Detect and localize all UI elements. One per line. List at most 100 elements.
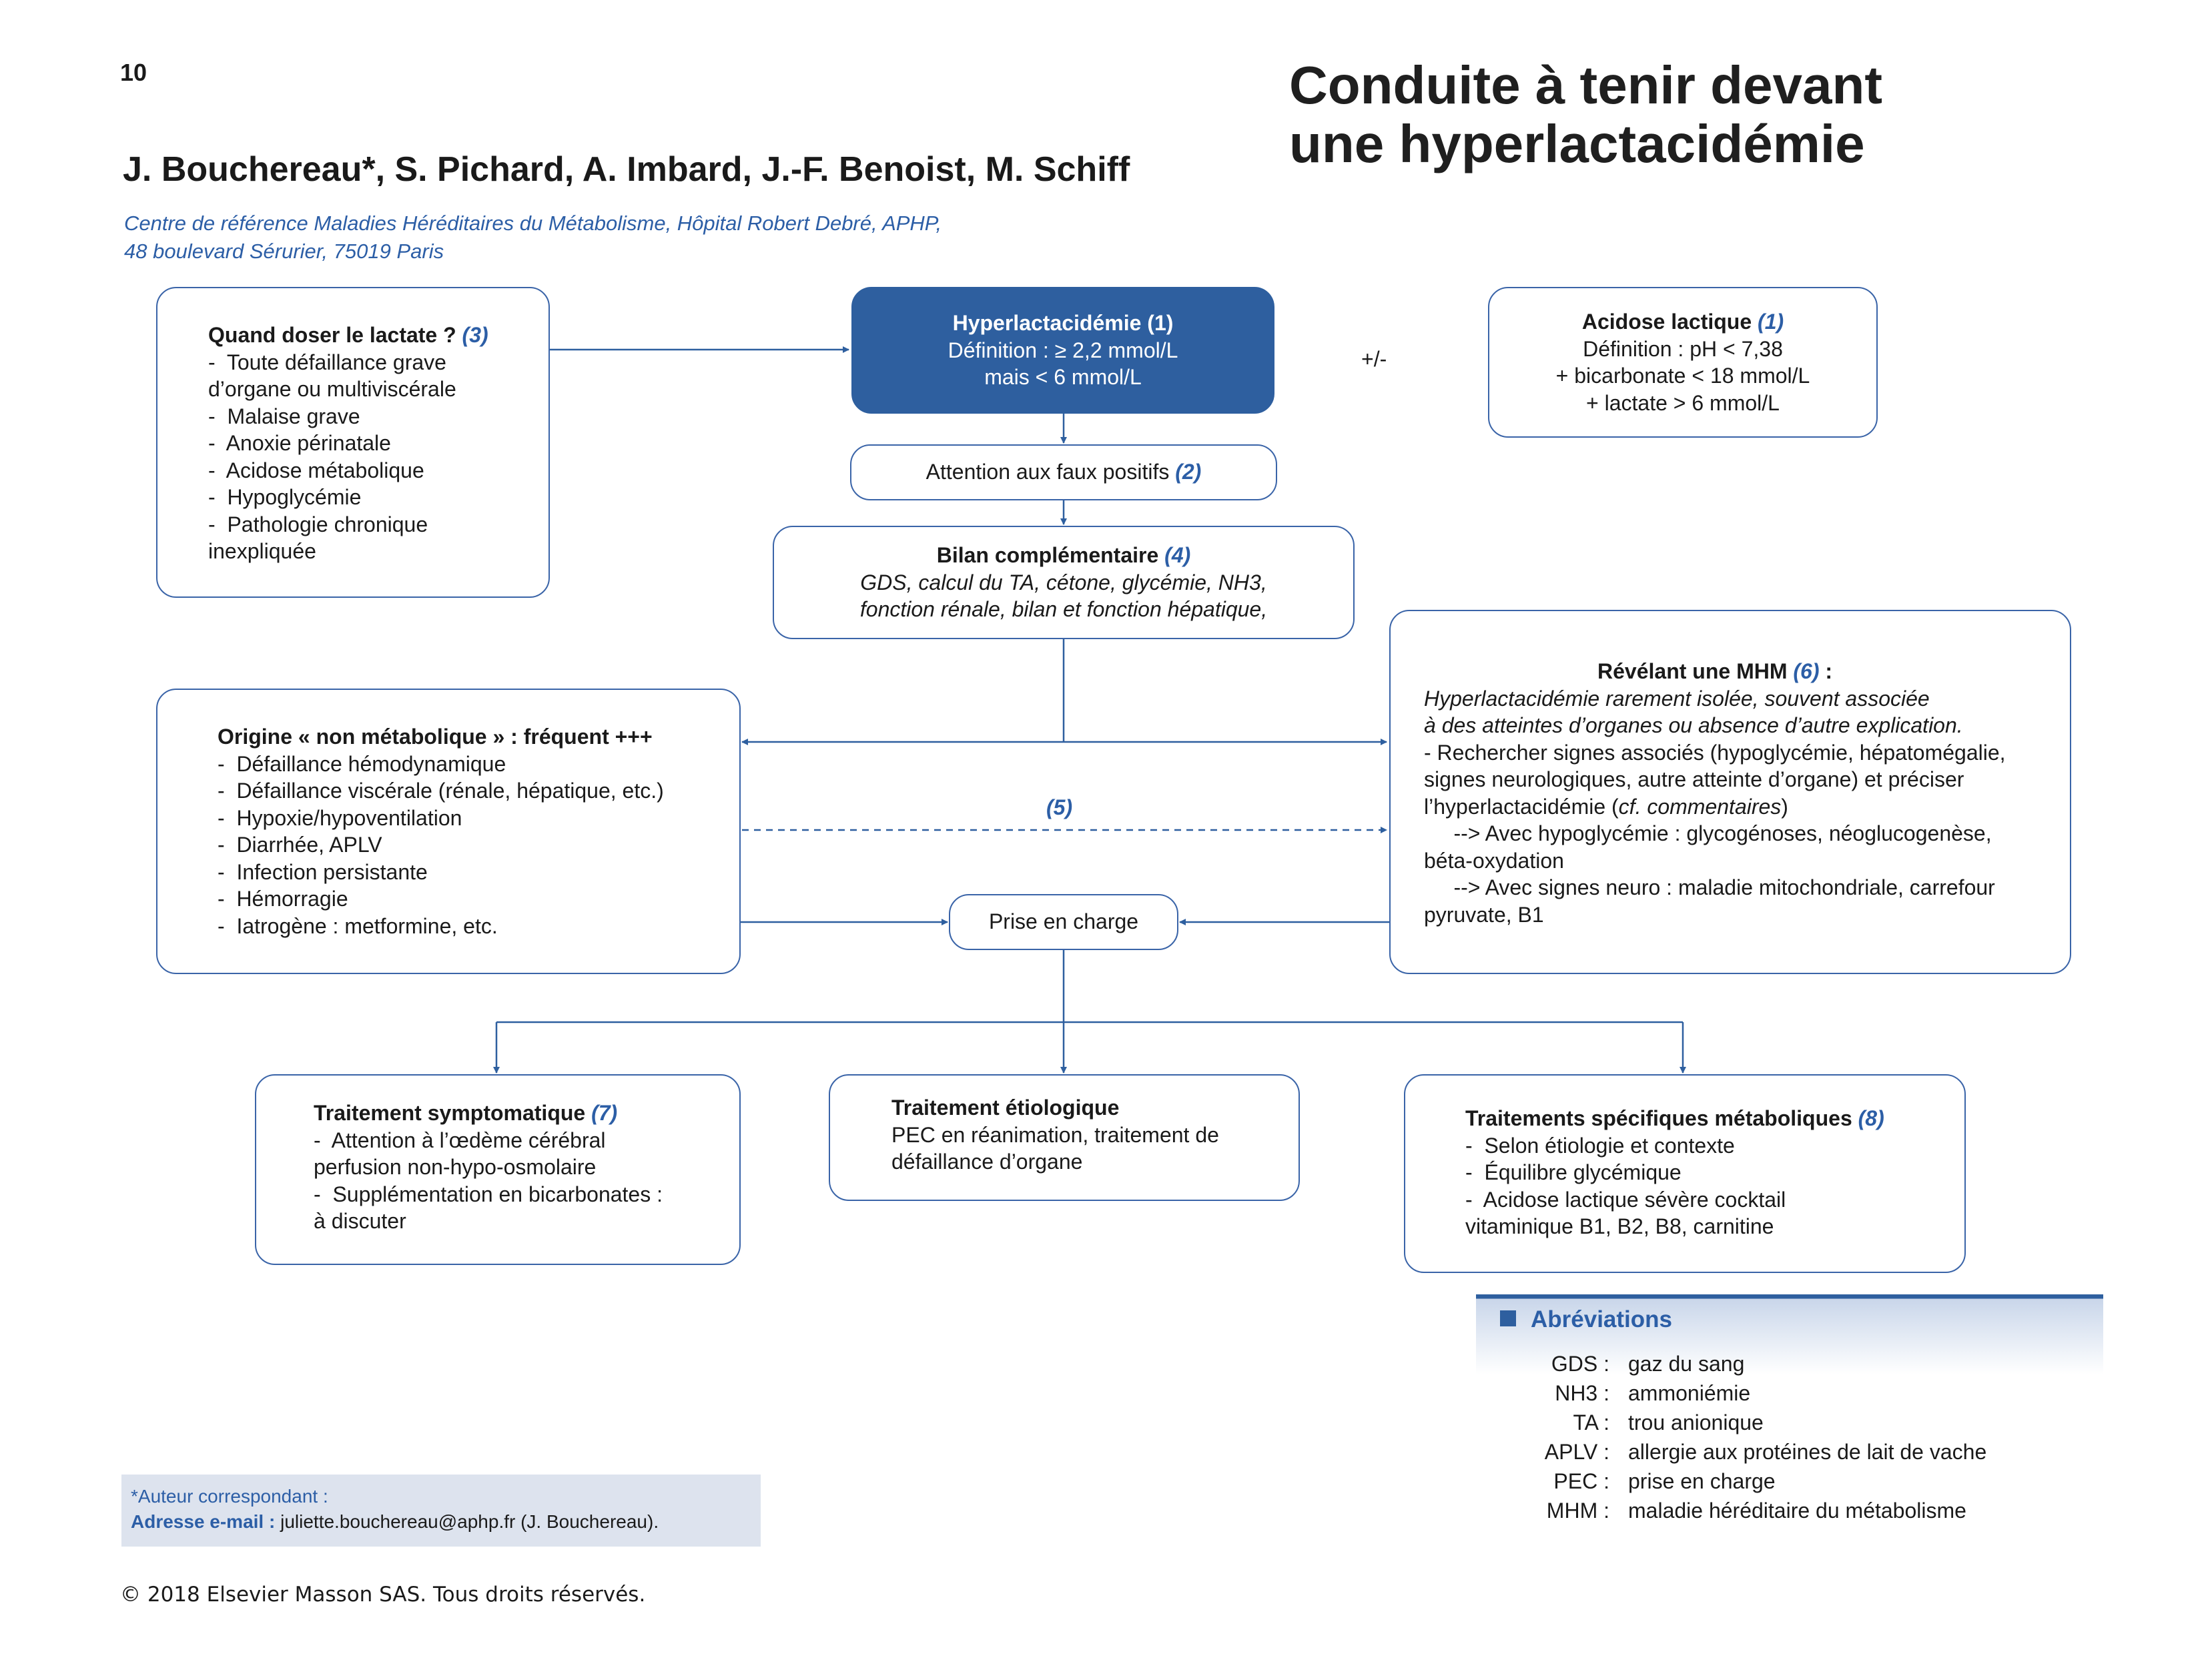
- hyper-line: mais < 6 mmol/L: [984, 365, 1142, 389]
- symptomatique-line: à discuter: [314, 1209, 406, 1233]
- box-traitements-specifiques: Traitements spécifiques métaboliques (8)…: [1404, 1074, 1966, 1273]
- mhm-italic-line: Hyperlactacidémie rarement isolée, souve…: [1424, 686, 1930, 711]
- box-bilan-complementaire: Bilan complémentaire (4) GDS, calcul du …: [773, 526, 1355, 639]
- plus-minus-label: +/-: [1361, 347, 1387, 371]
- abbreviation-key: NH3 :: [1555, 1381, 1609, 1405]
- mhm-line: - Rechercher signes associés (hypoglycém…: [1424, 740, 2006, 765]
- specifiques-line: - Équilibre glycémique: [1465, 1160, 1682, 1184]
- box-traitement-etiologique: Traitement étiologique PEC en réanimatio…: [829, 1074, 1300, 1201]
- box-acidose-lactique: Acidose lactique (1) Définition : pH < 7…: [1488, 287, 1878, 438]
- box-revelant-mhm: Révélant une MHM (6) : Hyperlactacidémie…: [1389, 610, 2071, 974]
- abbreviation-key: MHM :: [1546, 1499, 1609, 1523]
- quand-ref: (3): [462, 323, 488, 347]
- email-text: juliette.bouchereau@aphp.fr (J. Bouchere…: [275, 1511, 659, 1532]
- box-prise-en-charge: Prise en charge: [949, 894, 1178, 950]
- abbreviation-value: allergie aux protéines de lait de vache: [1628, 1440, 1987, 1464]
- corresponding-author-box: *Auteur correspondant : Adresse e-mail :…: [121, 1475, 761, 1547]
- acidose-title-line: Acidose lactique (1): [1489, 308, 1876, 336]
- email-line: Adresse e-mail : juliette.bouchereau@aph…: [131, 1509, 751, 1535]
- quand-title: Quand doser le lactate ?: [208, 323, 456, 347]
- etiologique-line: PEC en réanimation, traitement de: [891, 1122, 1219, 1147]
- mhm-cf-pre: l’hyperlactacidémie (: [1424, 794, 1619, 819]
- box-faux-positifs: Attention aux faux positifs (2): [850, 444, 1277, 500]
- box-hyperlactacidemie: Hyperlactacidémie (1) Définition : ≥ 2,2…: [851, 287, 1274, 414]
- quand-line: inexpliquée: [208, 539, 316, 563]
- origine-line: - Défaillance hémodynamique: [218, 751, 506, 776]
- quand-line: - Malaise grave: [208, 404, 360, 428]
- abbreviation-key: APLV :: [1544, 1440, 1609, 1464]
- mhm-title-line: Révélant une MHM (6) :: [1424, 658, 2063, 685]
- specifiques-line: - Selon étiologie et contexte: [1465, 1133, 1735, 1158]
- acidose-line: + lactate > 6 mmol/L: [1586, 390, 1780, 415]
- hyper-line: Définition : ≥ 2,2 mmol/L: [948, 338, 1178, 362]
- quand-line: - Acidose métabolique: [208, 458, 424, 482]
- faux-ref: (2): [1175, 460, 1202, 484]
- specifiques-line: - Acidose lactique sévère cocktail: [1465, 1187, 1786, 1212]
- bilan-title-line: Bilan complémentaire (4): [774, 542, 1353, 569]
- acidose-ref: (1): [1758, 310, 1784, 334]
- symptomatique-title: Traitement symptomatique: [314, 1101, 586, 1125]
- copyright: © 2018 Elsevier Masson SAS. Tous droits …: [120, 1583, 646, 1607]
- email-label: Adresse e-mail :: [131, 1511, 276, 1532]
- specifiques-title-line: Traitements spécifiques métaboliques (8): [1465, 1105, 1958, 1132]
- etiologique-title: Traitement étiologique: [891, 1096, 1120, 1120]
- quand-line: - Toute défaillance grave: [208, 350, 446, 374]
- origine-line: - Hémorragie: [218, 887, 348, 911]
- bilan-line: fonction rénale, bilan et fonction hépat…: [859, 597, 1268, 621]
- abbreviations-title-text: Abréviations: [1531, 1306, 1672, 1332]
- title-line-2: une hyperlactacidémie: [1289, 114, 1865, 173]
- etiologique-line: défaillance d’organe: [891, 1150, 1083, 1174]
- abbreviation-value: ammoniémie: [1628, 1381, 1751, 1405]
- page-number: 10: [120, 59, 147, 86]
- affiliation: Centre de référence Maladies Héréditaire…: [124, 210, 942, 266]
- specifiques-line: vitaminique B1, B2, B8, carnitine: [1465, 1214, 1774, 1238]
- abbreviation-value: prise en charge: [1628, 1469, 1776, 1493]
- origine-line: - Hypoxie/hypoventilation: [218, 805, 462, 830]
- acidose-line: + bicarbonate < 18 mmol/L: [1555, 364, 1810, 388]
- mhm-suffix: :: [1819, 659, 1833, 683]
- specifiques-title: Traitements spécifiques métaboliques: [1465, 1106, 1852, 1130]
- hyper-title: Hyperlactacidémie (1): [952, 311, 1174, 335]
- abbreviation-value: gaz du sang: [1628, 1352, 1745, 1376]
- mhm-more-line: --> Avec hypoglycémie : glycogénoses, né…: [1424, 821, 1992, 845]
- specifiques-ref: (8): [1858, 1106, 1884, 1130]
- bilan-ref: (4): [1164, 543, 1191, 567]
- bilan-title: Bilan complémentaire: [936, 543, 1159, 567]
- acidose-line: Définition : pH < 7,38: [1583, 336, 1783, 361]
- quand-line: - Pathologie chronique: [208, 512, 428, 536]
- origine-line: - Défaillance viscérale (rénale, hépatiq…: [218, 779, 664, 803]
- box-quand-doser: Quand doser le lactate ? (3) - Toute déf…: [156, 287, 550, 598]
- origine-line: - Diarrhée, APLV: [218, 833, 382, 857]
- quand-title-line: Quand doser le lactate ? (3): [208, 322, 535, 349]
- quand-line: - Hypoglycémie: [208, 485, 362, 509]
- origine-line: - Infection persistante: [218, 859, 428, 884]
- abbreviation-value: trou anionique: [1628, 1410, 1764, 1434]
- faux-text: Attention aux faux positifs: [926, 460, 1170, 484]
- authors: J. Bouchereau*, S. Pichard, A. Imbard, J…: [123, 150, 1130, 189]
- symptomatique-line: perfusion non-hypo-osmolaire: [314, 1155, 597, 1179]
- corresponding-author-label: *Auteur correspondant :: [131, 1486, 328, 1507]
- box-origine-non-metabolique: Origine « non métabolique » : fréquent +…: [156, 689, 741, 974]
- affiliation-line-2: 48 boulevard Sérurier, 75019 Paris: [124, 240, 444, 263]
- acidose-title: Acidose lactique: [1581, 310, 1752, 334]
- mhm-ref: (6): [1793, 659, 1820, 683]
- symptomatique-title-line: Traitement symptomatique (7): [314, 1100, 733, 1127]
- mhm-more-line: pyruvate, B1: [1424, 902, 1544, 927]
- affiliation-line-1: Centre de référence Maladies Héréditaire…: [124, 212, 942, 235]
- mhm-cf-italic: cf. commentaires: [1618, 794, 1782, 819]
- quand-line: d’organe ou multiviscérale: [208, 377, 456, 401]
- mhm-line: signes neurologiques, autre atteinte d’o…: [1424, 767, 1964, 791]
- symptomatique-line: - Attention à l’œdème cérébral: [314, 1128, 606, 1152]
- symptomatique-line: - Supplémentation en bicarbonates :: [314, 1182, 663, 1206]
- box-traitement-symptomatique: Traitement symptomatique (7) - Attention…: [255, 1074, 741, 1265]
- abbreviations-title: Abréviations: [1500, 1306, 1672, 1333]
- bilan-line: GDS, calcul du TA, cétone, glycémie, NH3…: [860, 570, 1267, 594]
- symptomatique-ref: (7): [591, 1101, 618, 1125]
- mhm-more-line: --> Avec signes neuro : maladie mitochon…: [1424, 875, 1995, 899]
- abbreviation-key: TA :: [1573, 1410, 1609, 1434]
- abbreviation-value: maladie héréditaire du métabolisme: [1628, 1499, 1966, 1523]
- abbreviations-header-band: [1476, 1294, 2103, 1374]
- prise-text: Prise en charge: [988, 909, 1139, 933]
- ref-5-label: (5): [1046, 795, 1073, 819]
